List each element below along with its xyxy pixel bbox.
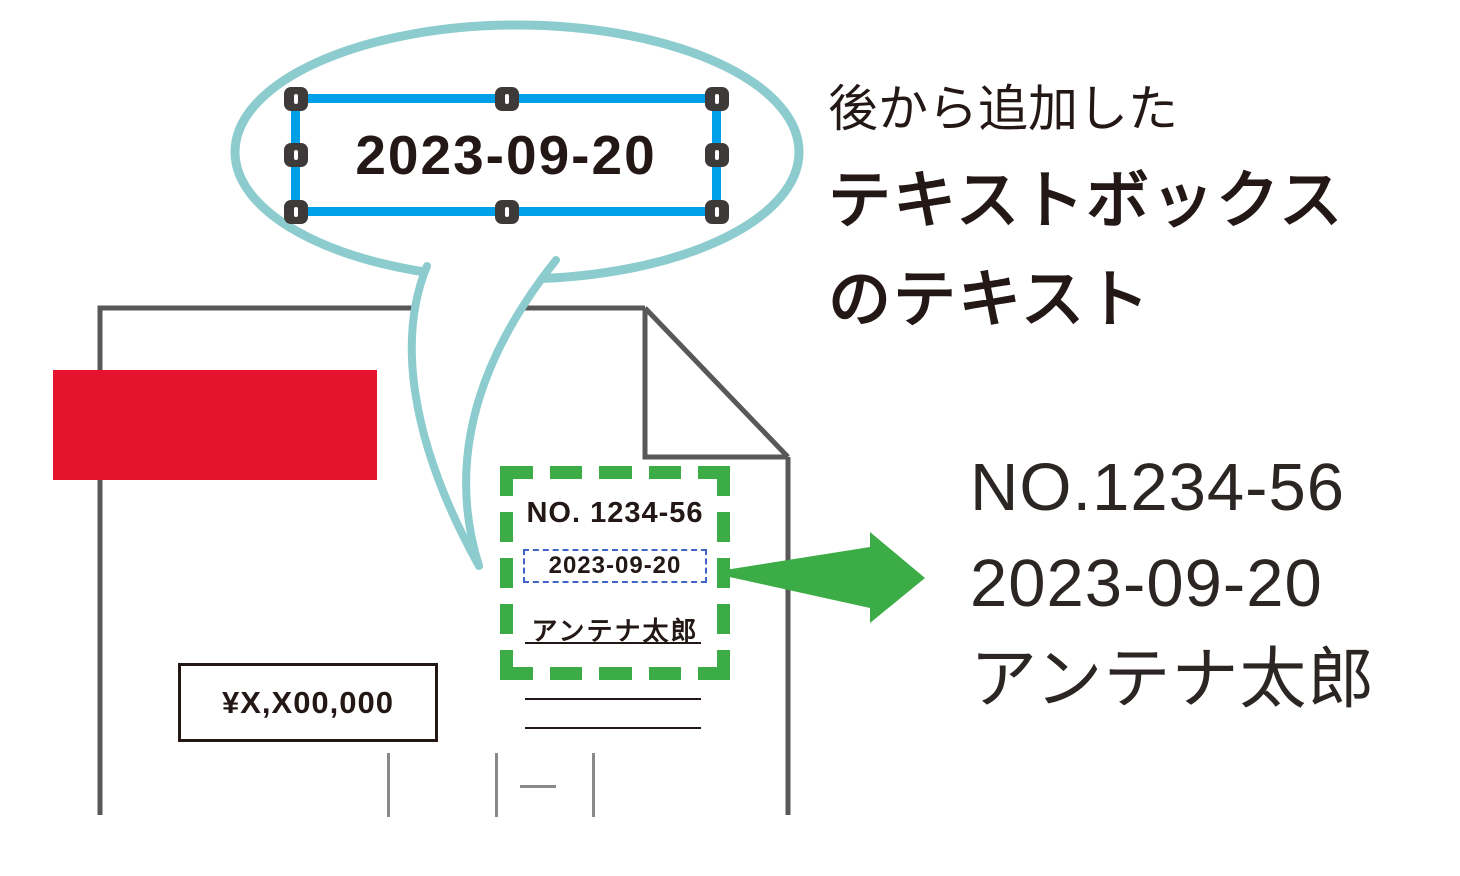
table-row — [178, 753, 702, 817]
selection-handle-nw[interactable] — [284, 87, 308, 111]
heading-line-2: テキストボックス — [828, 166, 1345, 236]
heading-line-1: 後から追加した — [828, 81, 1178, 137]
result-date: 2023-09-20 — [970, 546, 1323, 621]
document-name-text: アンテナ太郎 — [531, 616, 699, 646]
selection-handle-ne[interactable] — [705, 87, 729, 111]
price-box: ¥X,X00,000 — [178, 663, 438, 742]
ruled-line-1 — [525, 698, 701, 700]
table-cell-dash — [520, 785, 556, 788]
heading-line-3: のテキスト — [828, 265, 1152, 335]
table-divider — [592, 753, 595, 817]
handle-slot — [715, 150, 719, 160]
selection-handle-sw[interactable] — [284, 200, 308, 224]
speech-bubble-tail — [411, 260, 556, 566]
handle-slot — [715, 94, 719, 104]
green-arrow — [725, 532, 925, 623]
result-number: NO.1234-56 — [970, 450, 1345, 525]
handle-slot — [294, 94, 298, 104]
selection-handle-w[interactable] — [284, 143, 308, 167]
textbox-date-text: 2023-09-20 — [355, 124, 657, 186]
table-divider — [387, 753, 390, 817]
table-divider — [495, 753, 498, 817]
price-text: ¥X,X00,000 — [221, 684, 395, 720]
selection-handle-e[interactable] — [705, 143, 729, 167]
document-date-text: 2023-09-20 — [548, 552, 682, 579]
selection-handle-n[interactable] — [495, 87, 519, 111]
handle-slot — [505, 207, 509, 217]
document-number-text: NO. 1234-56 — [526, 497, 704, 529]
ruled-line-2 — [525, 727, 701, 729]
document-date-field[interactable]: 2023-09-20 — [523, 549, 707, 583]
selection-handle-s[interactable] — [495, 200, 519, 224]
name-underline — [525, 642, 701, 644]
handle-slot — [505, 94, 509, 104]
selection-handle-se[interactable] — [705, 200, 729, 224]
result-name: アンテナ太郎 — [970, 642, 1376, 717]
handle-slot — [294, 150, 298, 160]
selected-textbox[interactable]: 2023-09-20 — [291, 94, 721, 216]
heading: 後から追加した テキストボックス のテキスト — [828, 66, 1344, 350]
handle-slot — [715, 207, 719, 217]
handle-slot — [294, 207, 298, 217]
red-banner — [53, 370, 377, 480]
document-outline — [97, 305, 791, 815]
speech-bubble-tail-outline — [407, 256, 560, 570]
result-text-block: NO.1234-56 2023-09-20 アンテナ太郎 — [970, 440, 1375, 728]
green-dashed-highlight — [500, 466, 730, 680]
